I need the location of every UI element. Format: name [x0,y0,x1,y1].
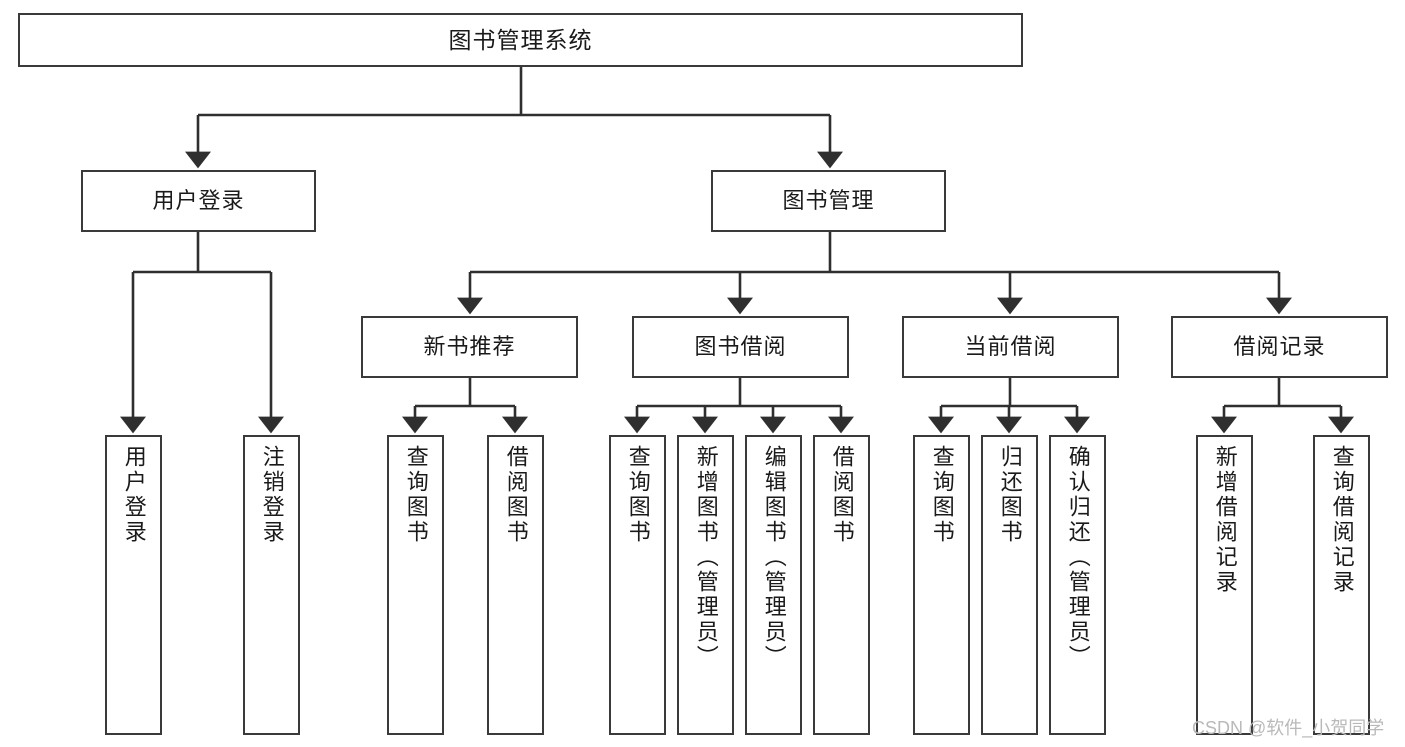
node-current-borrow[interactable]: 当前借阅 [902,316,1119,378]
node-leaf-query-book-recommend[interactable]: 查询图书 [387,435,444,735]
node-user-login[interactable]: 用户登录 [81,170,316,232]
node-label: 借阅图书 [829,445,855,545]
node-label: 归还图书 [997,445,1023,545]
node-label: 确认归还（管理员） [1065,445,1091,670]
node-leaf-borrow-book[interactable]: 借阅图书 [813,435,870,735]
node-label: 借阅记录 [1233,334,1326,360]
node-label: 编辑图书（管理员） [761,445,787,670]
node-leaf-confirm-return[interactable]: 确认归还（管理员） [1049,435,1106,735]
node-label: 查询借阅记录 [1329,445,1355,595]
node-label: 新增借阅记录 [1212,445,1238,595]
node-label: 查询图书 [625,445,651,545]
node-leaf-edit-book[interactable]: 编辑图书（管理员） [745,435,802,735]
node-label: 查询图书 [929,445,955,545]
node-leaf-borrow-book-recommend[interactable]: 借阅图书 [487,435,544,735]
node-new-book-recommend[interactable]: 新书推荐 [361,316,578,378]
node-leaf-query-borrow-record[interactable]: 查询借阅记录 [1313,435,1370,735]
node-leaf-add-book[interactable]: 新增图书（管理员） [677,435,734,735]
node-label: 图书借阅 [694,334,787,360]
node-label: 借阅图书 [503,445,529,545]
node-leaf-query-book-current[interactable]: 查询图书 [913,435,970,735]
node-leaf-query-book-borrow[interactable]: 查询图书 [609,435,666,735]
node-book-manage[interactable]: 图书管理 [711,170,946,232]
node-leaf-return-book[interactable]: 归还图书 [981,435,1038,735]
node-label: 图书管理 [782,188,875,214]
node-leaf-user-login[interactable]: 用户登录 [105,435,162,735]
node-label: 当前借阅 [964,334,1057,360]
node-label: 新增图书（管理员） [693,445,719,670]
node-label: 新书推荐 [423,334,516,360]
node-label: 用户登录 [152,188,245,214]
node-label: 用户登录 [121,445,147,545]
node-label: 图书管理系统 [448,26,593,53]
node-label: 注销登录 [259,445,285,545]
node-label: 查询图书 [403,445,429,545]
node-root-system[interactable]: 图书管理系统 [18,13,1023,67]
node-book-borrow[interactable]: 图书借阅 [632,316,849,378]
node-leaf-add-borrow-record[interactable]: 新增借阅记录 [1196,435,1253,735]
node-leaf-logout[interactable]: 注销登录 [243,435,300,735]
node-borrow-record[interactable]: 借阅记录 [1171,316,1388,378]
